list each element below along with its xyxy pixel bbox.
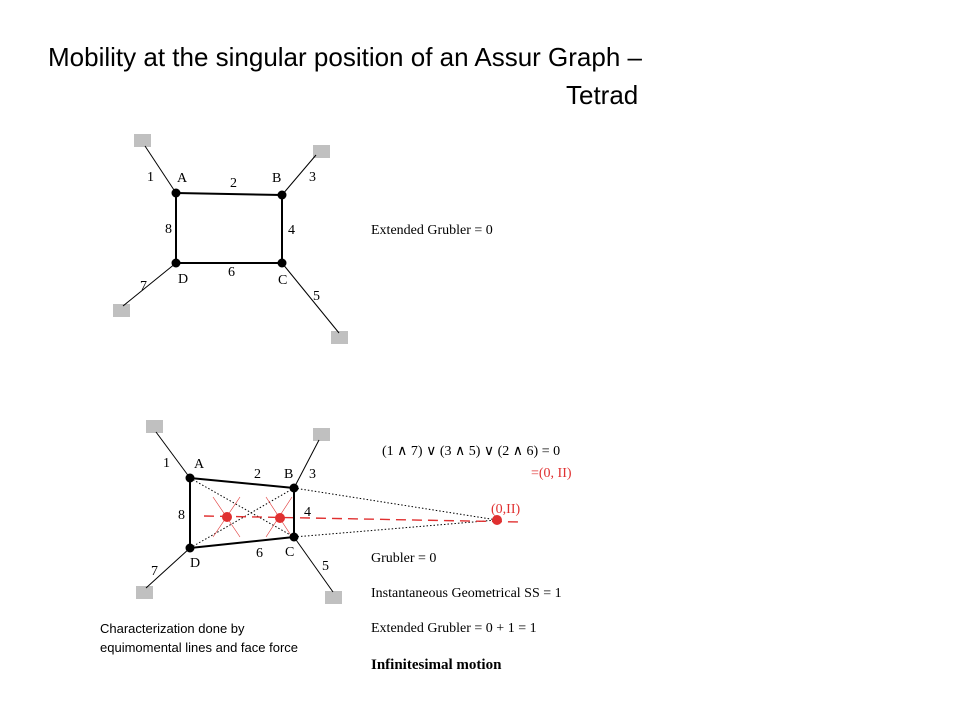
- bottom-link-label-1: 1: [163, 456, 170, 471]
- top-link-label-2: 2: [230, 176, 237, 191]
- top-link-label-3: 3: [309, 170, 316, 185]
- bottom-label-c: C: [285, 545, 294, 560]
- bottom-joint-b: [289, 483, 299, 493]
- dotted-diagonal-d-b: [189, 487, 295, 549]
- instantaneous-geometrical-ss: Instantaneous Geometrical SS = 1: [371, 586, 562, 601]
- bottom-link-7: [145, 547, 191, 589]
- top-ground-7: [113, 304, 130, 317]
- dotted-line-c-to-point: [293, 519, 498, 538]
- infinitesimal-motion-label: Infinitesimal motion: [371, 657, 502, 673]
- top-extended-grubler: Extended Grubler = 0: [371, 223, 493, 238]
- bottom-label-d: D: [190, 556, 200, 571]
- dotted-line-b-to-point: [293, 487, 498, 521]
- grubler-count: Grubler = 0: [371, 551, 436, 566]
- red-point-middle: [275, 513, 285, 523]
- top-link-label-4: 4: [288, 223, 295, 238]
- top-link-label-1: 1: [147, 170, 154, 185]
- top-link-2: [175, 192, 283, 196]
- top-link-7: [122, 262, 177, 307]
- bottom-ground-7: [136, 586, 153, 599]
- top-link-label-7: 7: [140, 279, 147, 294]
- top-joint-d: [171, 258, 181, 268]
- bottom-link-label-2: 2: [254, 467, 261, 482]
- top-link-1: [144, 145, 177, 194]
- bottom-tetrad-diagram: A B C D 1 2 3 4 5 6 7 8 (1 ∧ 7) ∨ (3 ∧ 5…: [100, 420, 572, 673]
- bottom-label-b: B: [284, 467, 293, 482]
- caption-line-2: equimomental lines and face force: [100, 640, 298, 655]
- top-link-label-6: 6: [228, 265, 235, 280]
- extended-grubler-sum: Extended Grubler = 0 + 1 = 1: [371, 621, 537, 636]
- singularity-formula: (1 ∧ 7) ∨ (3 ∧ 5) ∨ (2 ∧ 6) = 0: [382, 444, 560, 459]
- top-label-c: C: [278, 273, 287, 288]
- caption-line-1: Characterization done by: [100, 621, 245, 636]
- top-tetrad-diagram: A B C D 1 2 3 4 5 6 7 8 Extended Grubler…: [113, 134, 493, 344]
- bottom-joint-d: [185, 543, 195, 553]
- bottom-link-5: [293, 536, 334, 593]
- top-ground-5: [331, 331, 348, 344]
- top-joint-b: [277, 190, 287, 200]
- top-label-b: B: [272, 171, 281, 186]
- page-title-line-2: Tetrad: [566, 80, 639, 110]
- top-joint-c: [277, 258, 287, 268]
- top-label-d: D: [178, 272, 188, 287]
- bottom-link-label-3: 3: [309, 467, 316, 482]
- bottom-link-label-5: 5: [322, 559, 329, 574]
- top-link-5: [281, 262, 340, 334]
- bottom-ground-1: [146, 420, 163, 433]
- bottom-joint-a: [185, 473, 195, 483]
- bottom-joint-c: [289, 532, 299, 542]
- page-title-line-1: Mobility at the singular position of an …: [48, 42, 642, 72]
- top-ground-3: [313, 145, 330, 158]
- bottom-link-label-7: 7: [151, 564, 158, 579]
- red-point-infinity: [492, 515, 502, 525]
- top-ground-1: [134, 134, 151, 147]
- infinity-point-label: (0,II): [491, 502, 520, 517]
- red-point-left: [222, 512, 232, 522]
- top-label-a: A: [177, 171, 188, 186]
- bottom-link-3: [293, 439, 320, 489]
- bottom-link-2: [189, 477, 295, 489]
- top-link-3: [281, 154, 317, 196]
- bottom-label-a: A: [194, 457, 205, 472]
- formula-result: =(0, II): [531, 466, 572, 481]
- bottom-link-1: [155, 431, 191, 479]
- bottom-link-label-8: 8: [178, 508, 185, 523]
- top-joint-a: [171, 188, 181, 198]
- bottom-link-6: [189, 536, 295, 549]
- dotted-diagonal-a-c: [189, 477, 295, 538]
- bottom-ground-3: [313, 428, 330, 441]
- top-link-label-5: 5: [313, 289, 320, 304]
- bottom-ground-5: [325, 591, 342, 604]
- bottom-link-label-4: 4: [304, 505, 311, 520]
- bottom-link-label-6: 6: [256, 546, 263, 561]
- red-dashed-line: [203, 515, 521, 523]
- top-link-label-8: 8: [165, 222, 172, 237]
